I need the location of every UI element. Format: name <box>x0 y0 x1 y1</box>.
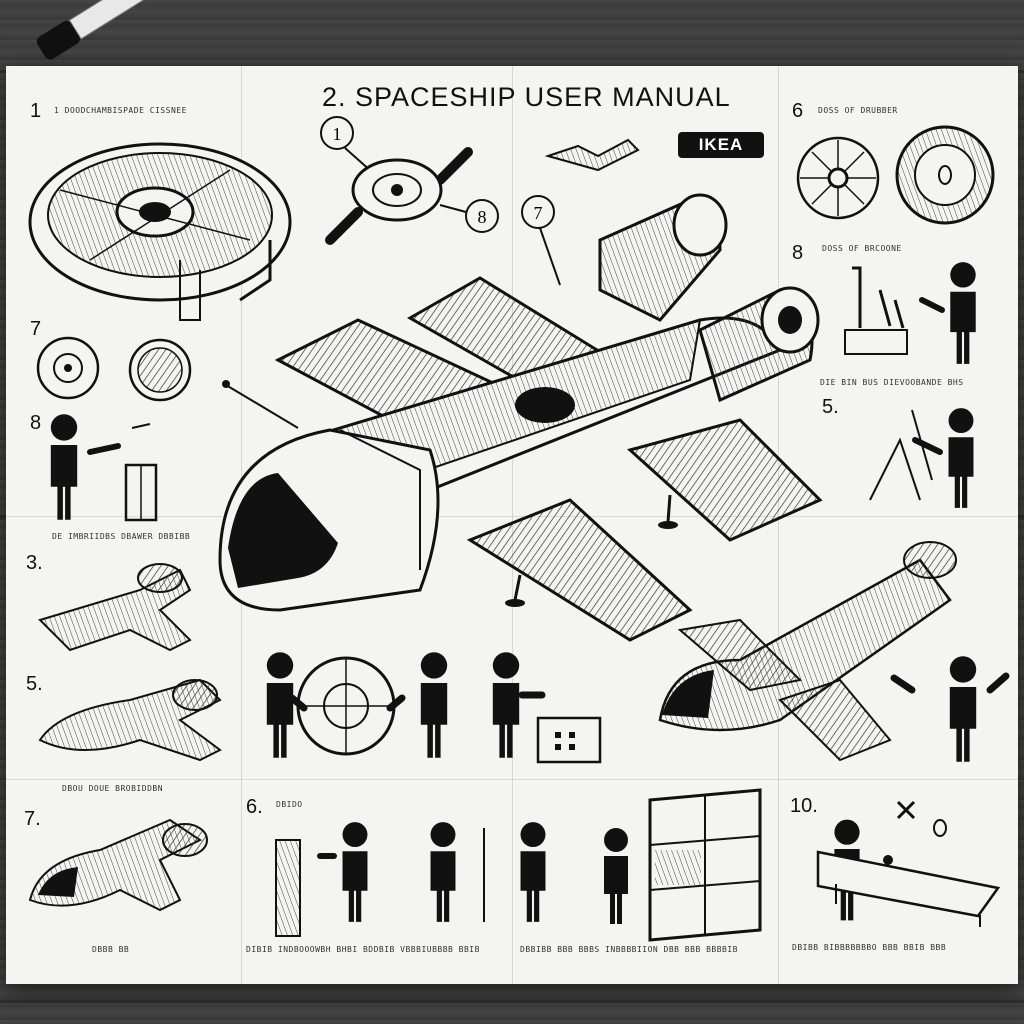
caption: DIBIB INDBOOOWBH BHBI BDDBIB VBBBIUBBBB … <box>246 945 480 954</box>
fold-line <box>241 66 242 984</box>
caption: DBOU DOUE BROBIDDBN <box>62 784 164 793</box>
step-number: 1 <box>30 100 42 122</box>
step-number: 8 <box>30 412 42 434</box>
fold-line <box>6 779 1018 780</box>
fold-line <box>6 516 1018 517</box>
step-number: 7 <box>30 318 42 340</box>
step-number: 5. <box>822 396 839 418</box>
manual-title: 2. SPACESHIP USER MANUAL <box>322 82 731 112</box>
fold-line <box>512 66 513 984</box>
step-number: 10. <box>790 795 818 817</box>
fold-line <box>778 66 779 984</box>
caption: DBIDO <box>276 800 303 809</box>
caption: DBBB BB <box>92 945 130 954</box>
plank-seam <box>0 1000 1024 1003</box>
caption: DOSS OF BRCOONE <box>822 244 902 253</box>
brand-text: IKEA <box>698 135 744 154</box>
step-number: 6. <box>246 796 263 818</box>
step-number: 5. <box>26 673 43 695</box>
caption: DIE BIN BUS DIEVOOBANDE BHS <box>820 378 964 387</box>
manual-sheet <box>6 66 1018 984</box>
step-number: 7. <box>24 808 41 830</box>
caption: DBIBB BIBBBBBBBO BBB BBIB BBB <box>792 943 947 952</box>
marker-pen <box>36 0 163 60</box>
caption: DE IMBRIIDBS DBAWER DBBIBB <box>52 532 191 541</box>
step-number: 8 <box>792 242 804 264</box>
step-number: 6 <box>792 100 804 122</box>
caption: 1 DOODCHAMBISPADE CISSNEE <box>54 106 187 115</box>
step-number: 3. <box>26 552 43 574</box>
caption: DOSS OF DRUBBER <box>818 106 898 115</box>
caption: DBBIBB BBB BBBS INBBBBIION DBB BBB BBBBI… <box>520 945 738 954</box>
brand-logo: IKEA <box>678 132 764 158</box>
